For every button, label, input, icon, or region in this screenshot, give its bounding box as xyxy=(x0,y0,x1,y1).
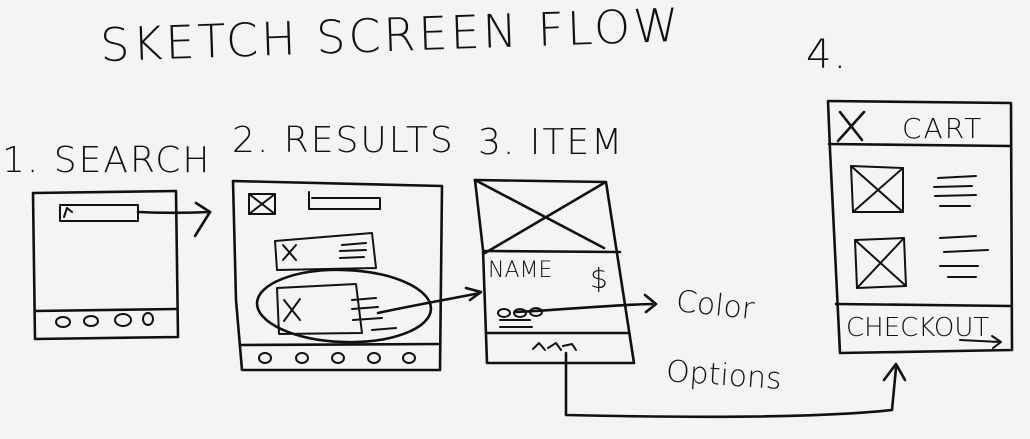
cart-checkout-label: CHECKOUT xyxy=(846,313,990,343)
item-screen xyxy=(473,178,636,365)
step-label-results: 2. RESULTS xyxy=(232,120,455,161)
arrow-results-to-item xyxy=(376,286,483,315)
highlight-circle xyxy=(255,268,433,344)
arrow-item-to-checkout xyxy=(564,351,907,419)
step-label-item: 3. ITEM xyxy=(478,122,625,163)
cart-title: CART xyxy=(902,112,984,145)
arrow-item-to-options xyxy=(514,293,658,314)
step-label-cart: 4. xyxy=(806,32,849,78)
search-input-sketch xyxy=(59,204,139,222)
item-name-label: NAME xyxy=(488,258,553,283)
results-nav-dots xyxy=(258,352,416,364)
item-nav-dots xyxy=(532,342,577,351)
item-price-label: $ xyxy=(590,262,610,295)
search-screen xyxy=(31,189,180,341)
cart-screen xyxy=(826,99,1014,355)
arrow-search-to-results xyxy=(136,201,212,238)
search-nav-dots xyxy=(55,312,154,328)
results-screen xyxy=(231,179,444,372)
step-label-search: 1. SEARCH xyxy=(2,140,212,181)
